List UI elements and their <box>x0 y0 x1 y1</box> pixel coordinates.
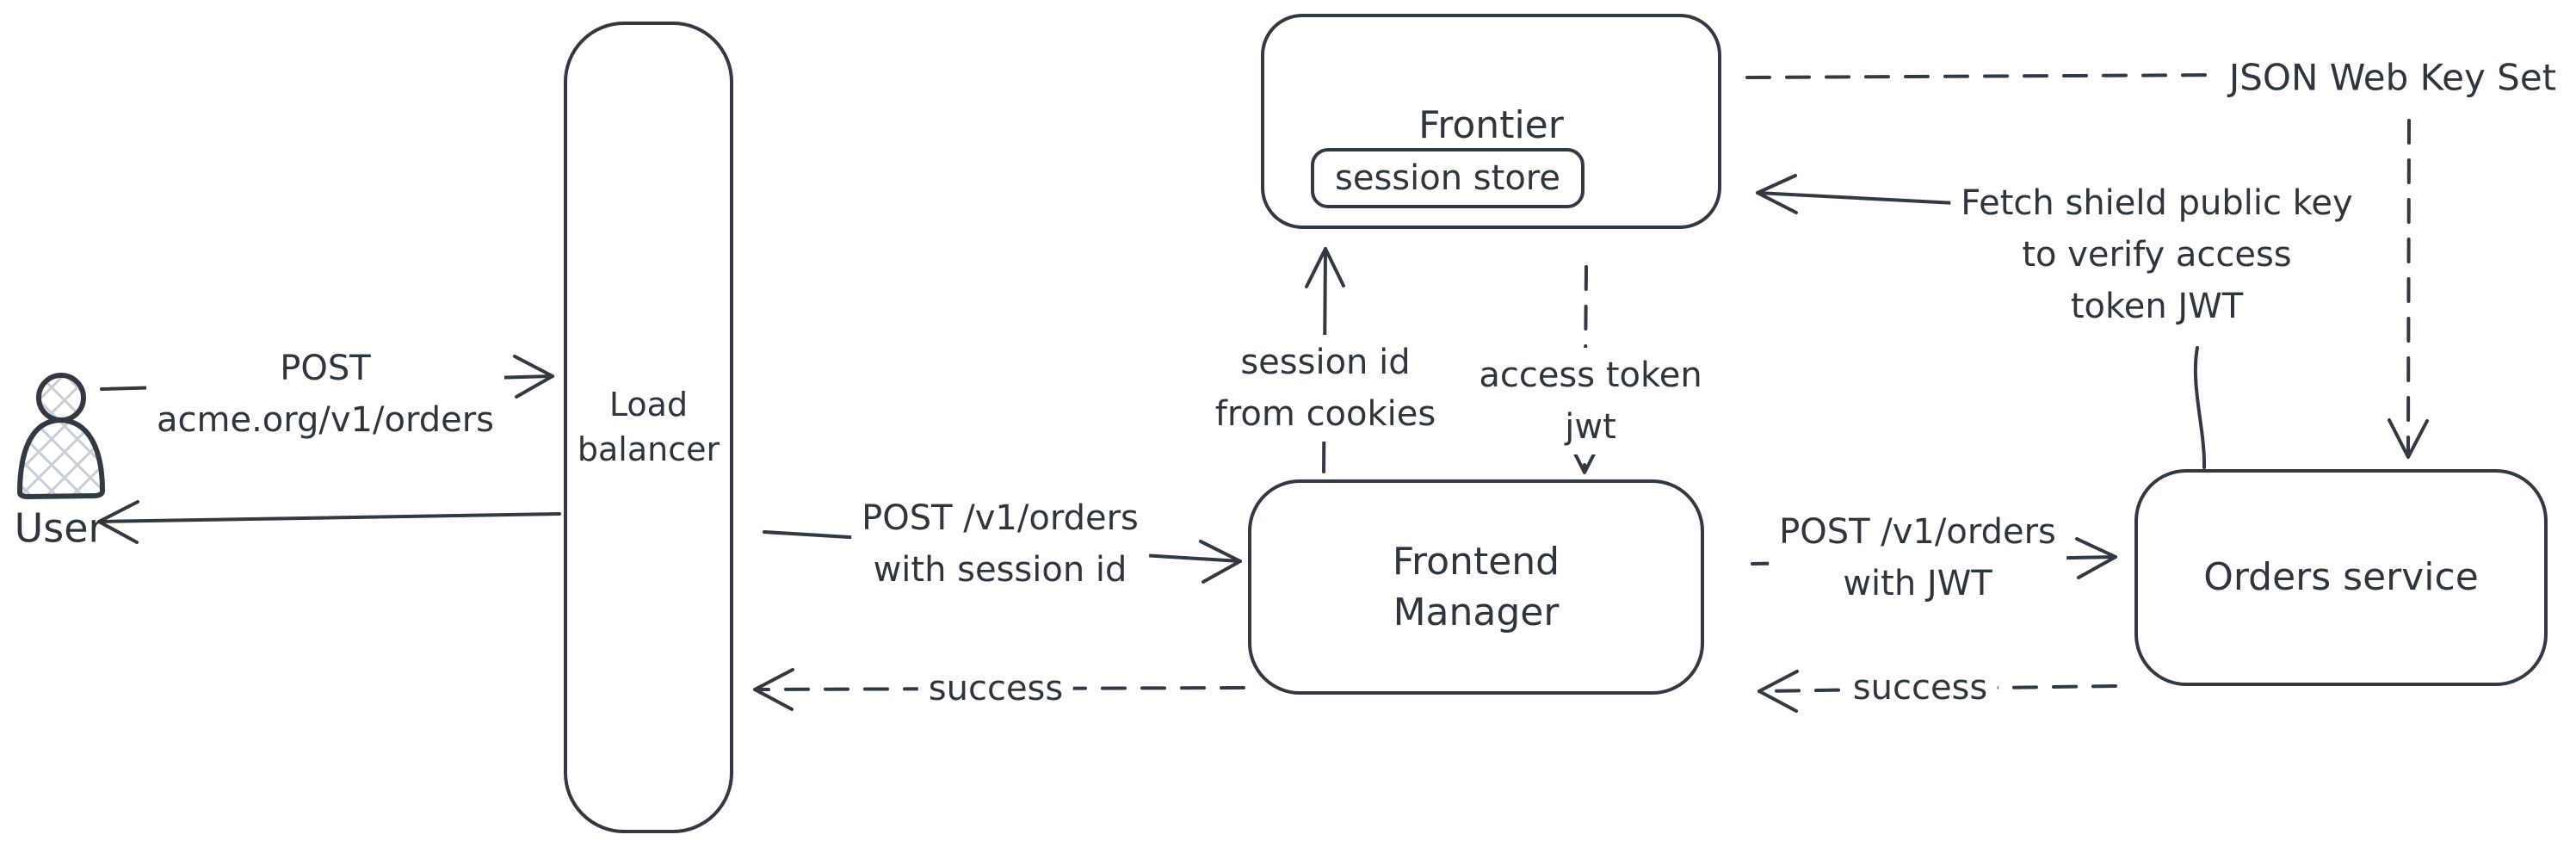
edge-frontier-to-jwks <box>1745 73 2237 79</box>
edge-jwks-to-orders <box>2406 119 2411 456</box>
edge-label-fm-to-lb-success: success <box>917 661 1074 716</box>
edge-label-lb-to-fm: POST /v1/orders with session id <box>851 491 1149 597</box>
load-balancer-label: Load balancer <box>577 386 720 468</box>
node-load-balancer: Load balancer <box>564 22 733 833</box>
node-frontier: Frontier session store <box>1261 14 1721 229</box>
edge-label-frontier-to-fm: access token jwt <box>1468 348 1713 454</box>
session-store-label: session store <box>1335 158 1560 198</box>
arrowhead-user-to-lb <box>513 355 554 399</box>
edge-label-user-to-lb: POST acme.org/v1/orders <box>146 341 504 448</box>
edge-label-orders-to-frontier: Fetch shield public key to verify access… <box>1950 176 2363 334</box>
edge-label-fm-to-orders: POST /v1/orders with JWT <box>1769 504 2066 611</box>
arrowhead-orders-to-frontier <box>1756 174 1798 214</box>
jwks-label: JSON Web Key Set <box>2218 48 2567 107</box>
user-body-icon <box>17 417 105 499</box>
edge-orders-to-frontier-horizontal <box>1756 191 1974 206</box>
user-icon <box>17 373 105 499</box>
arrowhead-lb-to-fm <box>1199 540 1242 584</box>
node-session-store: session store <box>1311 148 1585 208</box>
edge-orders-to-frontier-curve <box>2193 346 2207 469</box>
user-head-icon <box>36 373 86 423</box>
arrowhead-fm-to-orders <box>2075 537 2117 579</box>
arrowhead-fm-to-frontier <box>1305 247 1345 288</box>
frontend-manager-label: Frontend Manager <box>1392 539 1560 634</box>
orders-service-label: Orders service <box>2203 555 2479 600</box>
user-label: User <box>14 504 105 552</box>
frontier-label: Frontier <box>1418 103 1564 147</box>
node-frontend-manager: Frontend Manager <box>1248 479 1704 695</box>
node-orders-service: Orders service <box>2134 469 2548 686</box>
arrowhead-fm-to-lb <box>753 668 794 711</box>
edge-label-orders-to-fm-success: success <box>1842 660 1998 715</box>
arrowhead-orders-to-fm <box>1757 670 1799 713</box>
arrowhead-jwks-to-orders <box>2388 418 2429 459</box>
edge-lb-to-user <box>97 512 561 523</box>
arrowhead-lb-to-user <box>97 500 139 544</box>
edge-label-fm-to-frontier: session id from cookies <box>1204 335 1447 442</box>
